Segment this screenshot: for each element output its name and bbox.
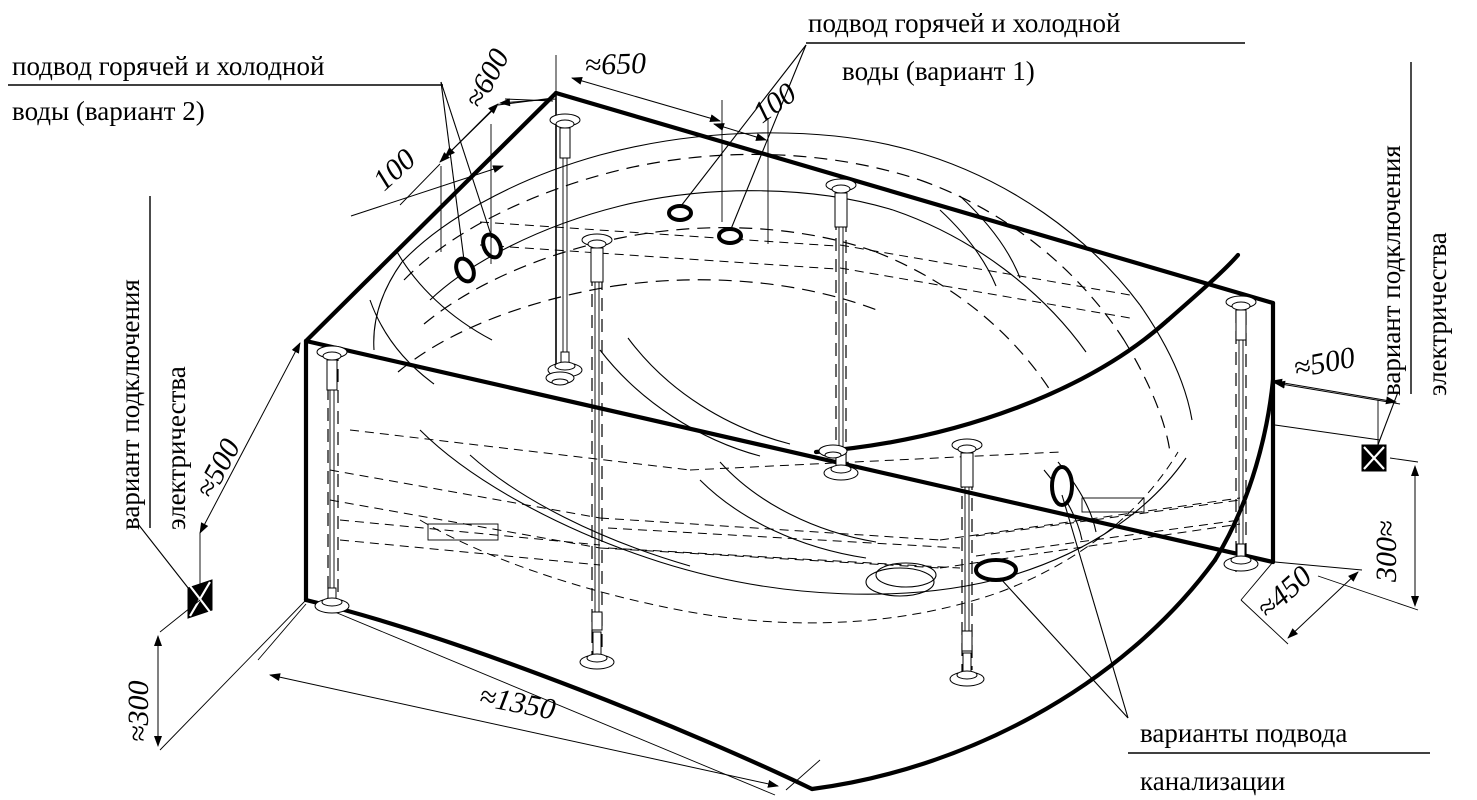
dimension-300-right-text: 300≈ — [1370, 521, 1403, 583]
dimension-100-left-text: 100 — [367, 143, 423, 198]
dimension-300-left — [154, 599, 307, 751]
electrical-socket-right — [1361, 444, 1387, 472]
dimension-100-right-text: 100 — [747, 77, 803, 130]
dimension-500-left — [199, 342, 301, 590]
label-sewer-line2: канализации — [1140, 766, 1285, 796]
dimension-500-left-text: ≈500 — [189, 434, 247, 504]
water-supply-port — [717, 227, 743, 245]
leader-sewer — [999, 494, 1129, 719]
dimension-450 — [1240, 561, 1363, 645]
dimension-100-left — [350, 165, 504, 252]
label-electric-left-line1: вариант подключения — [115, 279, 145, 530]
leader-water-variant-1 — [680, 44, 807, 230]
tub-interior-details — [369, 195, 1097, 597]
leader-electric-left — [137, 523, 197, 599]
label-electric-right-line2: электричества — [1422, 232, 1452, 396]
dimension-450-text: ≈450 — [1251, 560, 1319, 626]
label-sewer-line1: варианты подвода — [1140, 718, 1347, 748]
adjustable-leg — [579, 233, 615, 670]
adjustable-leg — [1223, 295, 1259, 572]
label-sewer: варианты подвода канализации — [1128, 718, 1430, 796]
dimension-500-right — [1271, 378, 1401, 448]
leader-electric-right — [1375, 391, 1399, 451]
water-supply-port — [454, 256, 476, 284]
dimension-650-text: ≈650 — [584, 47, 647, 82]
adjustable-legs — [314, 113, 1259, 687]
sewer-outlet-markers — [974, 465, 1074, 582]
dimension-650 — [555, 55, 723, 222]
dimension-1350-text: ≈1350 — [477, 679, 558, 726]
electrical-socket-left — [187, 579, 213, 619]
label-electric-left: вариант подключения электричества — [115, 196, 191, 530]
tub-rim-contours — [373, 132, 1193, 595]
dimension-300-right — [1317, 457, 1419, 611]
label-water-variant-2: подвод горячей и холодной воды (вариант … — [8, 51, 443, 126]
adjustable-leg — [823, 178, 859, 481]
adjustable-leg — [949, 438, 985, 687]
sewer-outlet-ellipse — [974, 558, 1018, 582]
adjustable-leg — [818, 444, 848, 459]
sewer-outlet-ellipse — [1050, 465, 1074, 507]
adjustable-leg — [314, 345, 350, 614]
label-water-variant-2-line1: подвод горячей и холодной — [12, 51, 324, 81]
dimension-300-left-text: ≈300 — [122, 681, 155, 742]
label-electric-left-line2: электричества — [161, 366, 191, 530]
label-water-variant-1-line1: подвод горячей и холодной — [808, 8, 1120, 38]
adjustable-leg — [545, 371, 575, 386]
label-electric-right-line1: вариант подключения — [1376, 145, 1406, 396]
label-water-variant-1: подвод горячей и холодной воды (вариант … — [806, 8, 1245, 86]
dimension-600 — [399, 97, 557, 264]
label-water-variant-2-line2: воды (вариант 2) — [12, 96, 205, 126]
label-electric-right: вариант подключения электричества — [1376, 62, 1452, 396]
bounding-box-outline — [303, 90, 1276, 603]
water-supply-ports — [454, 204, 743, 284]
water-supply-port — [481, 232, 503, 260]
leader-water-variant-2 — [440, 81, 493, 261]
water-supply-port — [667, 204, 693, 222]
label-water-variant-1-line2: воды (вариант 1) — [842, 56, 1035, 86]
adjustable-leg — [547, 113, 583, 378]
dimension-1350 — [257, 603, 821, 791]
dimension-500-right-text: ≈500 — [1291, 341, 1358, 385]
floor-plane — [305, 561, 1274, 796]
